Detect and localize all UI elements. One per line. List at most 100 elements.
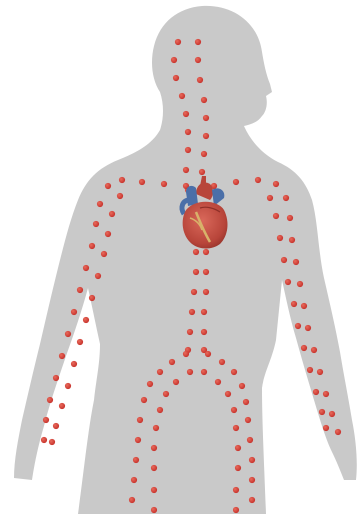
blood-cell-dot-pelvis-right-0 xyxy=(205,351,211,357)
blood-cell-dot-head-left-3 xyxy=(179,93,185,99)
blood-cell-dot-leg-left-inner-3 xyxy=(157,407,163,413)
blood-cell-dot-arm-left-lower-9 xyxy=(65,383,71,389)
blood-cell-dot-pelvis-right-4 xyxy=(243,399,249,405)
blood-cell-dot-pelvis-left-1 xyxy=(169,359,175,365)
blood-cell-dot-trunk-right-3 xyxy=(201,309,207,315)
blood-cell-dot-arm-right-lower-8 xyxy=(307,367,313,373)
blood-cell-dot-trunk-right-2 xyxy=(203,289,209,295)
blood-cell-dot-pelvis-left-3 xyxy=(147,381,153,387)
blood-cell-dot-leg-right-inner-6 xyxy=(235,465,241,471)
blood-cell-dot-leg-right-inner-3 xyxy=(231,407,237,413)
blood-cell-dot-leg-left-inner-0 xyxy=(187,369,193,375)
blood-cell-dot-arm-left-upper-15 xyxy=(43,417,49,423)
blood-cell-dot-arm-right-lower-1 xyxy=(273,213,279,219)
blood-cell-dot-leg-right-inner-5 xyxy=(235,445,241,451)
blood-cell-dot-head-right-6 xyxy=(201,151,207,157)
blood-cell-dot-pelvis-left-9 xyxy=(129,497,135,503)
blood-cell-dot-arm-left-lower-2 xyxy=(105,231,111,237)
blood-cell-dot-arm-right-lower-9 xyxy=(313,389,319,395)
blood-cell-dot-pelvis-left-5 xyxy=(137,417,143,423)
blood-cell-dot-leg-left-inner-1 xyxy=(173,379,179,385)
blood-cell-dot-arm-left-upper-12 xyxy=(59,353,65,359)
blood-cell-dot-arm-right-upper-7 xyxy=(293,259,299,265)
blood-cell-dot-trunk-left-1 xyxy=(193,269,199,275)
blood-cell-dot-leg-left-inner-8 xyxy=(151,507,157,513)
blood-cell-dot-pelvis-right-5 xyxy=(245,417,251,423)
blood-cell-dot-head-right-4 xyxy=(203,115,209,121)
blood-cell-dot-arm-right-upper-15 xyxy=(335,429,341,435)
blood-cell-dot-arm-right-lower-7 xyxy=(301,345,307,351)
blood-cell-dot-arm-left-upper-1 xyxy=(161,181,167,187)
blood-cell-dot-arm-left-lower-1 xyxy=(109,211,115,217)
blood-cell-dot-arm-right-upper-11 xyxy=(311,347,317,353)
blood-cell-dot-head-left-5 xyxy=(185,129,191,135)
blood-cell-dot-arm-right-upper-3 xyxy=(273,181,279,187)
blood-cell-dot-arm-left-lower-12 xyxy=(49,439,55,445)
blood-cell-dot-arm-left-upper-2 xyxy=(139,179,145,185)
blood-cell-dot-arm-right-lower-5 xyxy=(291,301,297,307)
blood-cell-dot-arm-right-upper-12 xyxy=(317,369,323,375)
blood-cell-dot-arm-left-upper-10 xyxy=(71,309,77,315)
blood-cell-dot-arm-left-upper-16 xyxy=(41,437,47,443)
blood-cell-dot-pelvis-left-0 xyxy=(183,351,189,357)
blood-cell-dot-arm-left-lower-8 xyxy=(71,361,77,367)
blood-cell-dot-arm-left-upper-3 xyxy=(119,177,125,183)
blood-cell-dot-arm-left-lower-7 xyxy=(77,339,83,345)
blood-cell-dot-arm-right-lower-0 xyxy=(267,195,273,201)
blood-cell-dot-head-right-0 xyxy=(195,39,201,45)
blood-cell-dot-leg-left-inner-2 xyxy=(163,391,169,397)
blood-cell-dot-arm-left-upper-9 xyxy=(77,287,83,293)
blood-cell-dot-pelvis-left-2 xyxy=(157,369,163,375)
blood-cell-dot-head-left-4 xyxy=(183,111,189,117)
blood-cell-dot-arm-right-upper-2 xyxy=(255,177,261,183)
blood-cell-dot-pelvis-right-1 xyxy=(219,359,225,365)
blood-cell-dot-head-right-3 xyxy=(201,97,207,103)
blood-cell-dot-arm-left-upper-5 xyxy=(97,201,103,207)
blood-cell-dot-head-right-1 xyxy=(195,57,201,63)
blood-cell-dot-arm-left-upper-14 xyxy=(47,397,53,403)
blood-cell-dot-leg-right-inner-0 xyxy=(201,369,207,375)
blood-cell-dot-arm-left-lower-6 xyxy=(83,317,89,323)
blood-cell-dot-arm-right-upper-9 xyxy=(301,303,307,309)
blood-cell-dot-arm-right-upper-1 xyxy=(233,179,239,185)
blood-cell-dot-head-left-7 xyxy=(183,167,189,173)
blood-cell-dot-pelvis-right-7 xyxy=(249,457,255,463)
blood-cell-dot-arm-right-upper-14 xyxy=(329,411,335,417)
blood-cell-dot-trunk-left-3 xyxy=(189,309,195,315)
blood-cell-dot-pelvis-left-4 xyxy=(141,397,147,403)
blood-cell-dot-pelvis-right-6 xyxy=(247,437,253,443)
blood-cell-dot-arm-right-lower-2 xyxy=(277,235,283,241)
blood-cell-dot-leg-left-inner-5 xyxy=(151,445,157,451)
blood-cell-dot-arm-left-upper-6 xyxy=(93,221,99,227)
blood-cell-dot-leg-left-inner-4 xyxy=(153,425,159,431)
blood-cell-dot-trunk-left-0 xyxy=(193,249,199,255)
blood-cell-dot-leg-right-inner-1 xyxy=(215,379,221,385)
blood-cell-dot-head-right-7 xyxy=(199,169,205,175)
blood-cell-dot-arm-left-upper-4 xyxy=(105,183,111,189)
blood-cell-dot-head-left-1 xyxy=(171,57,177,63)
blood-cell-dot-leg-right-inner-4 xyxy=(233,425,239,431)
blood-cell-dot-arm-left-lower-10 xyxy=(59,403,65,409)
blood-cell-dot-arm-left-upper-13 xyxy=(53,375,59,381)
blood-cell-dot-head-right-2 xyxy=(197,77,203,83)
blood-cell-dot-arm-right-lower-10 xyxy=(319,409,325,415)
blood-cell-dot-pelvis-left-8 xyxy=(131,477,137,483)
blood-cell-dot-pelvis-left-6 xyxy=(135,437,141,443)
blood-cell-dot-arm-right-upper-5 xyxy=(287,215,293,221)
blood-cell-dot-leg-left-inner-6 xyxy=(151,465,157,471)
blood-cell-dot-pelvis-right-9 xyxy=(249,497,255,503)
blood-cell-dot-trunk-right-1 xyxy=(203,269,209,275)
blood-cell-dot-arm-left-upper-8 xyxy=(83,265,89,271)
blood-cell-dot-pelvis-left-7 xyxy=(133,457,139,463)
blood-cell-dot-arm-right-lower-6 xyxy=(295,323,301,329)
blood-cell-dot-arm-right-upper-4 xyxy=(283,195,289,201)
blood-cell-dot-head-left-6 xyxy=(185,147,191,153)
blood-cell-dot-head-right-5 xyxy=(203,133,209,139)
blood-cell-dot-trunk-left-4 xyxy=(187,329,193,335)
blood-cell-dot-arm-left-upper-7 xyxy=(89,243,95,249)
blood-cell-dot-arm-right-lower-11 xyxy=(323,425,329,431)
blood-cell-dot-arm-right-upper-6 xyxy=(289,237,295,243)
blood-cell-dot-arm-right-upper-8 xyxy=(297,281,303,287)
